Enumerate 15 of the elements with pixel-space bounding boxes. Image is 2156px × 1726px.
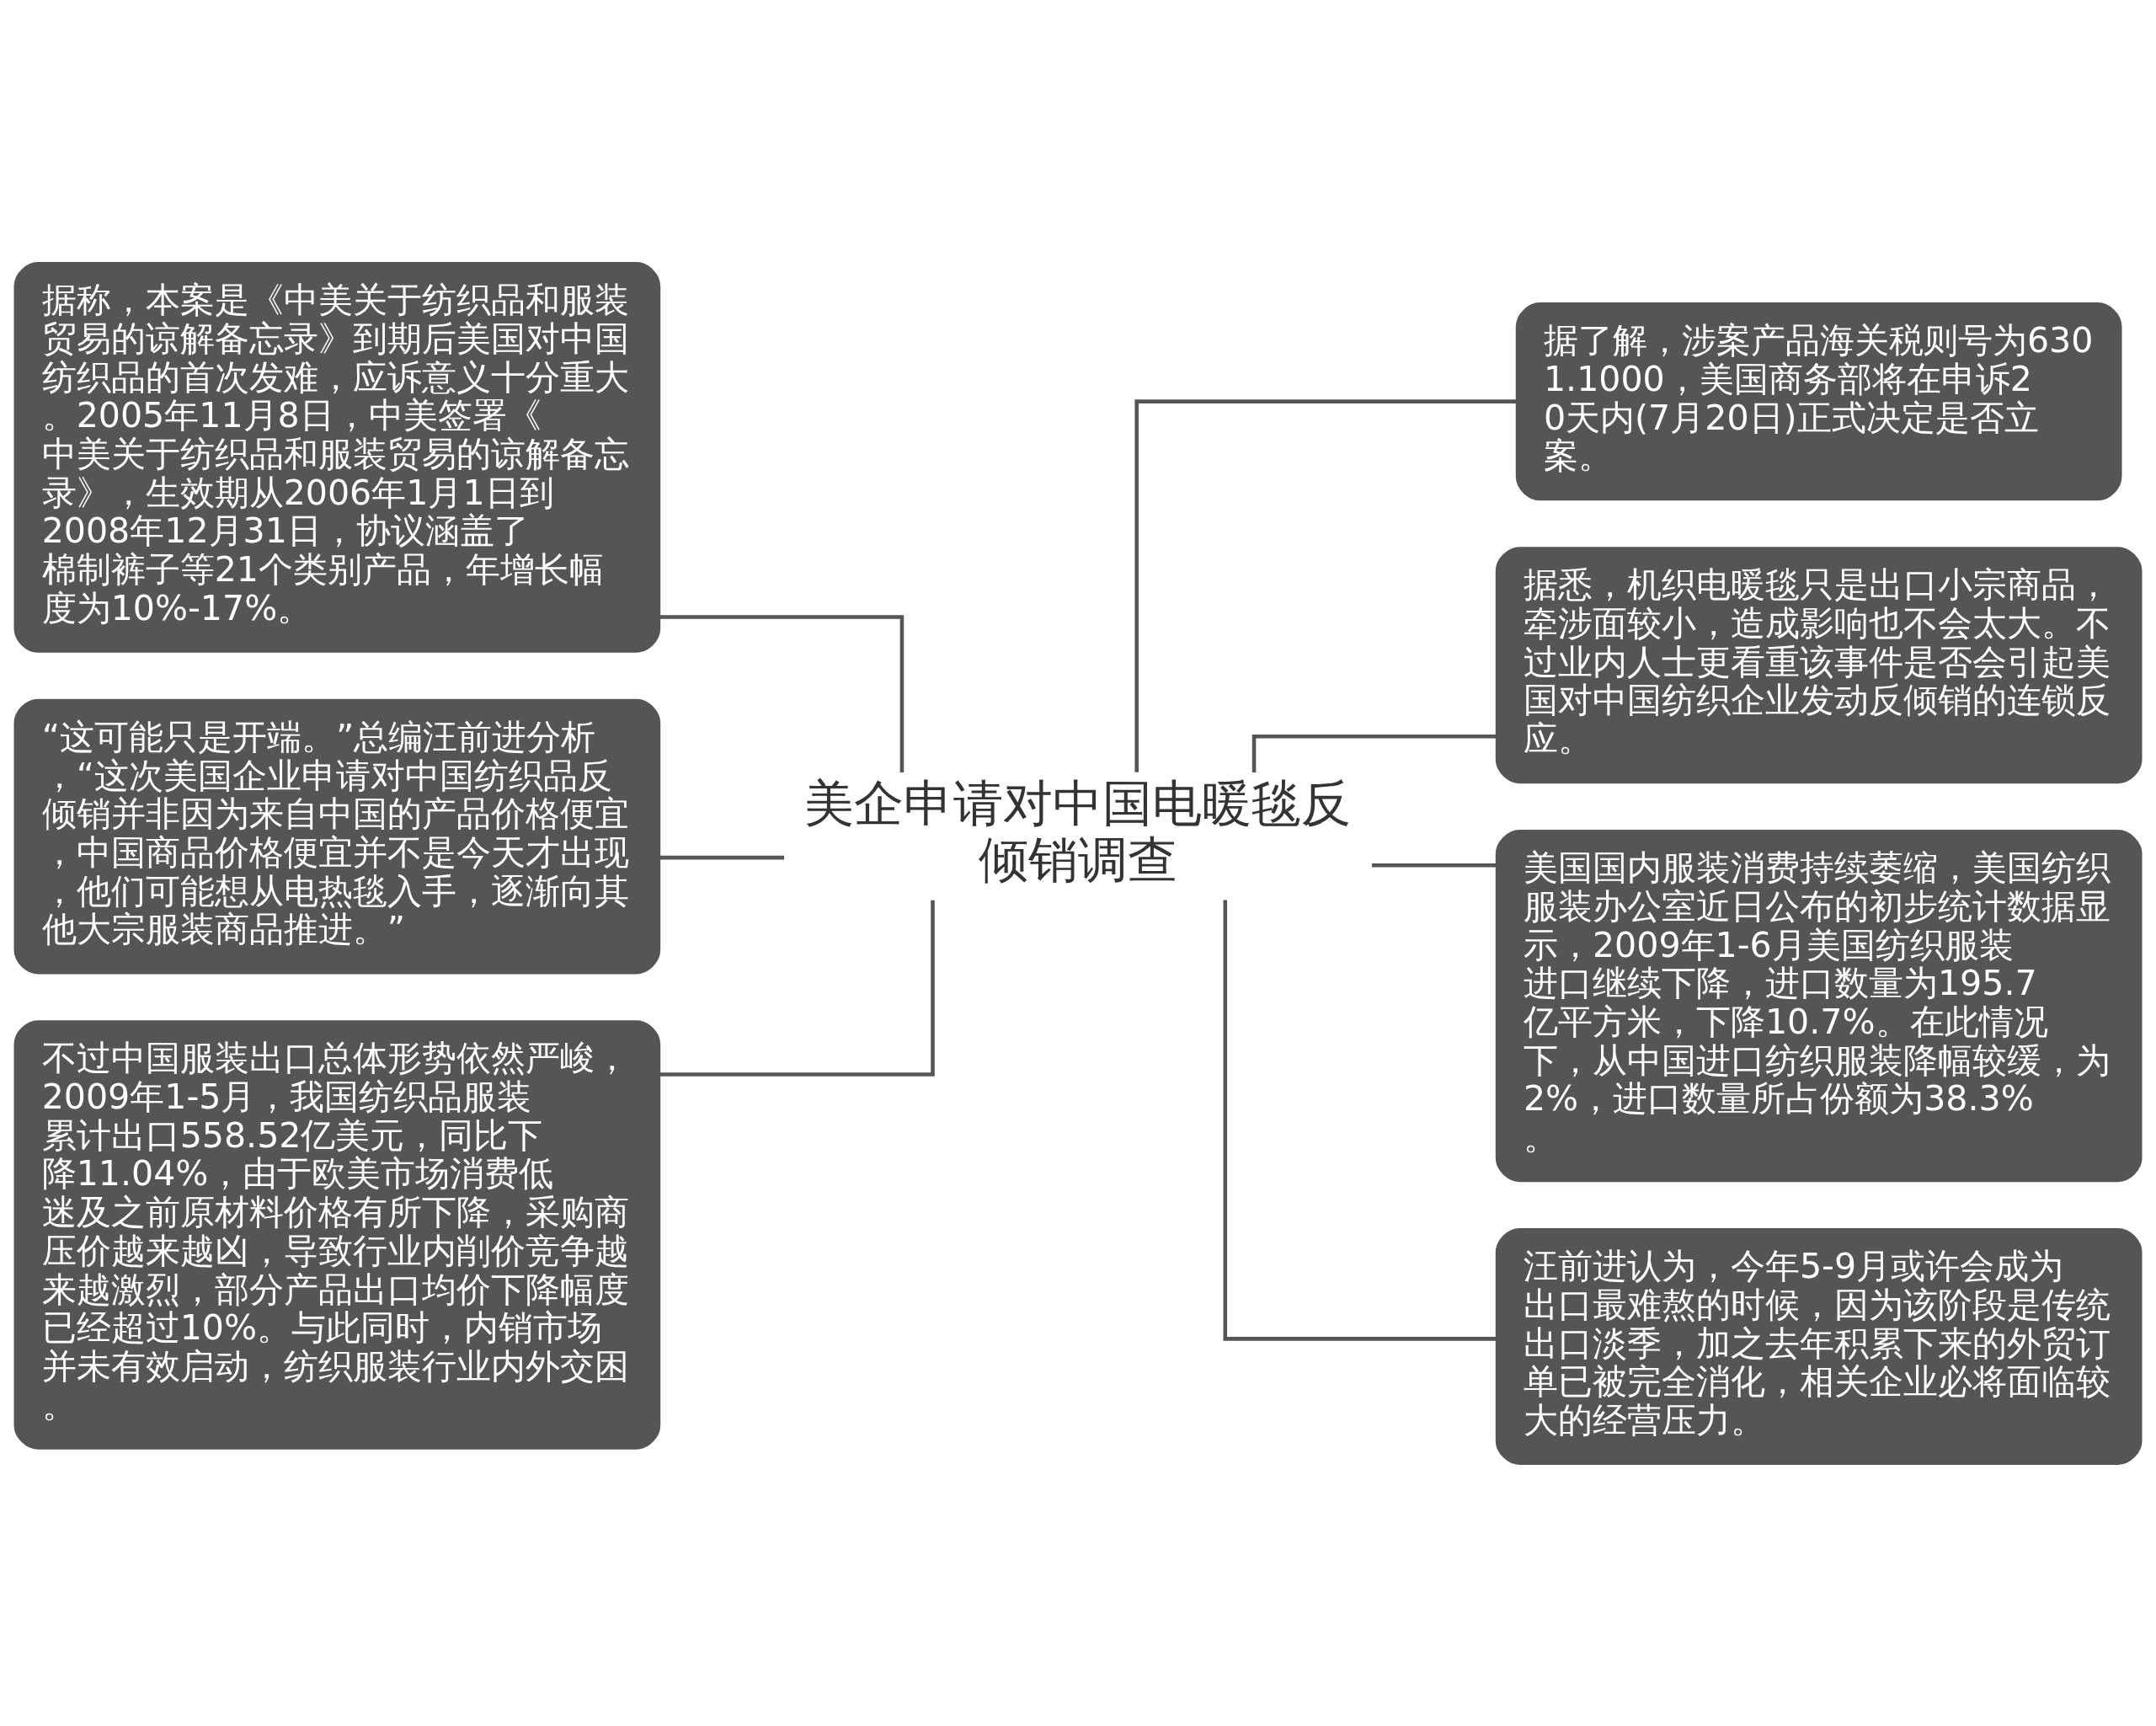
connector [1371, 863, 1497, 868]
node-box: 据悉，机织电暖毯只是出口小宗商品，牵涉面较小，造成影响也不会太大。不过业内人士更看重该事件是否会引起美国对中国纺织企业发动反倾销的连锁反应。 [1495, 546, 2143, 783]
connector [1251, 734, 1497, 772]
connector [659, 614, 905, 772]
node-box: 汪前进认为，今年5-9月或许会成为出口最难熬的时候，因为该阶段是传统出口淡季，加之去年积累下来的外贸订单已被完全消化，相关企业必将面临较大的经营压力。 [1495, 1227, 2143, 1465]
node-box: 据称，本案是《中美关于纺织品和服装贸易的谅解备忘录》到期后美国对中国纺织品的首次发难，应诉意义十分重大。2005年11月8日，中美签署《中美关于纺织品和服装贸易的谅解备忘录》，生效期从2006年1月1日到2008年12月31日，协议涵盖了棉制裤子等21个类别产品，年增长幅度为10%-17%。 [13, 261, 661, 653]
node-box: “这可能只是开端。”总编汪前进分析，“这次美国企业申请对中国纺织品反倾销并非因为来自中国的产品价格便宜，中国商品价格便宜并不是今天才出现，他们可能想从电热毯入手，逐渐向其他大宗服装商品推进。” [13, 698, 661, 974]
node-box: 据了解，涉案产品海关税则号为6301.1000，美国商务部将在申诉20天内(7月20日)正式决定是否立案。 [1515, 302, 2122, 500]
node-box: 美国国内服装消费持续萎缩，美国纺织服装办公室近日公布的初步统计数据显示，2009年1-6月美国纺织服装进口继续下降，进口数量为195.7亿平方米，下降10.7%。在此情况下，从中国进口纺织服装降幅较缓，为2%，进口数量所占份额为38.3%。 [1495, 829, 2143, 1182]
connector [659, 900, 935, 1077]
connector [659, 855, 785, 859]
connector [1223, 900, 1497, 1341]
node-text: 美企申请对中国电暖毯反倾销调查 [804, 773, 1352, 889]
node-box: 不过中国服装出口总体形势依然严峻，2009年1-5月，我国纺织品服装累计出口558.52亿美元，同比下降11.04%，由于欧美市场消费低迷及之前原材料价格有所下降，采购商压价越来越凶，导致行业内削价竞争越来越激烈，部分产品出口均价下降幅度已经超过10%。与此同时，内销市场并未有效启动，纺织服装行业内外交困。 [13, 1019, 661, 1450]
connector [1134, 398, 1517, 772]
